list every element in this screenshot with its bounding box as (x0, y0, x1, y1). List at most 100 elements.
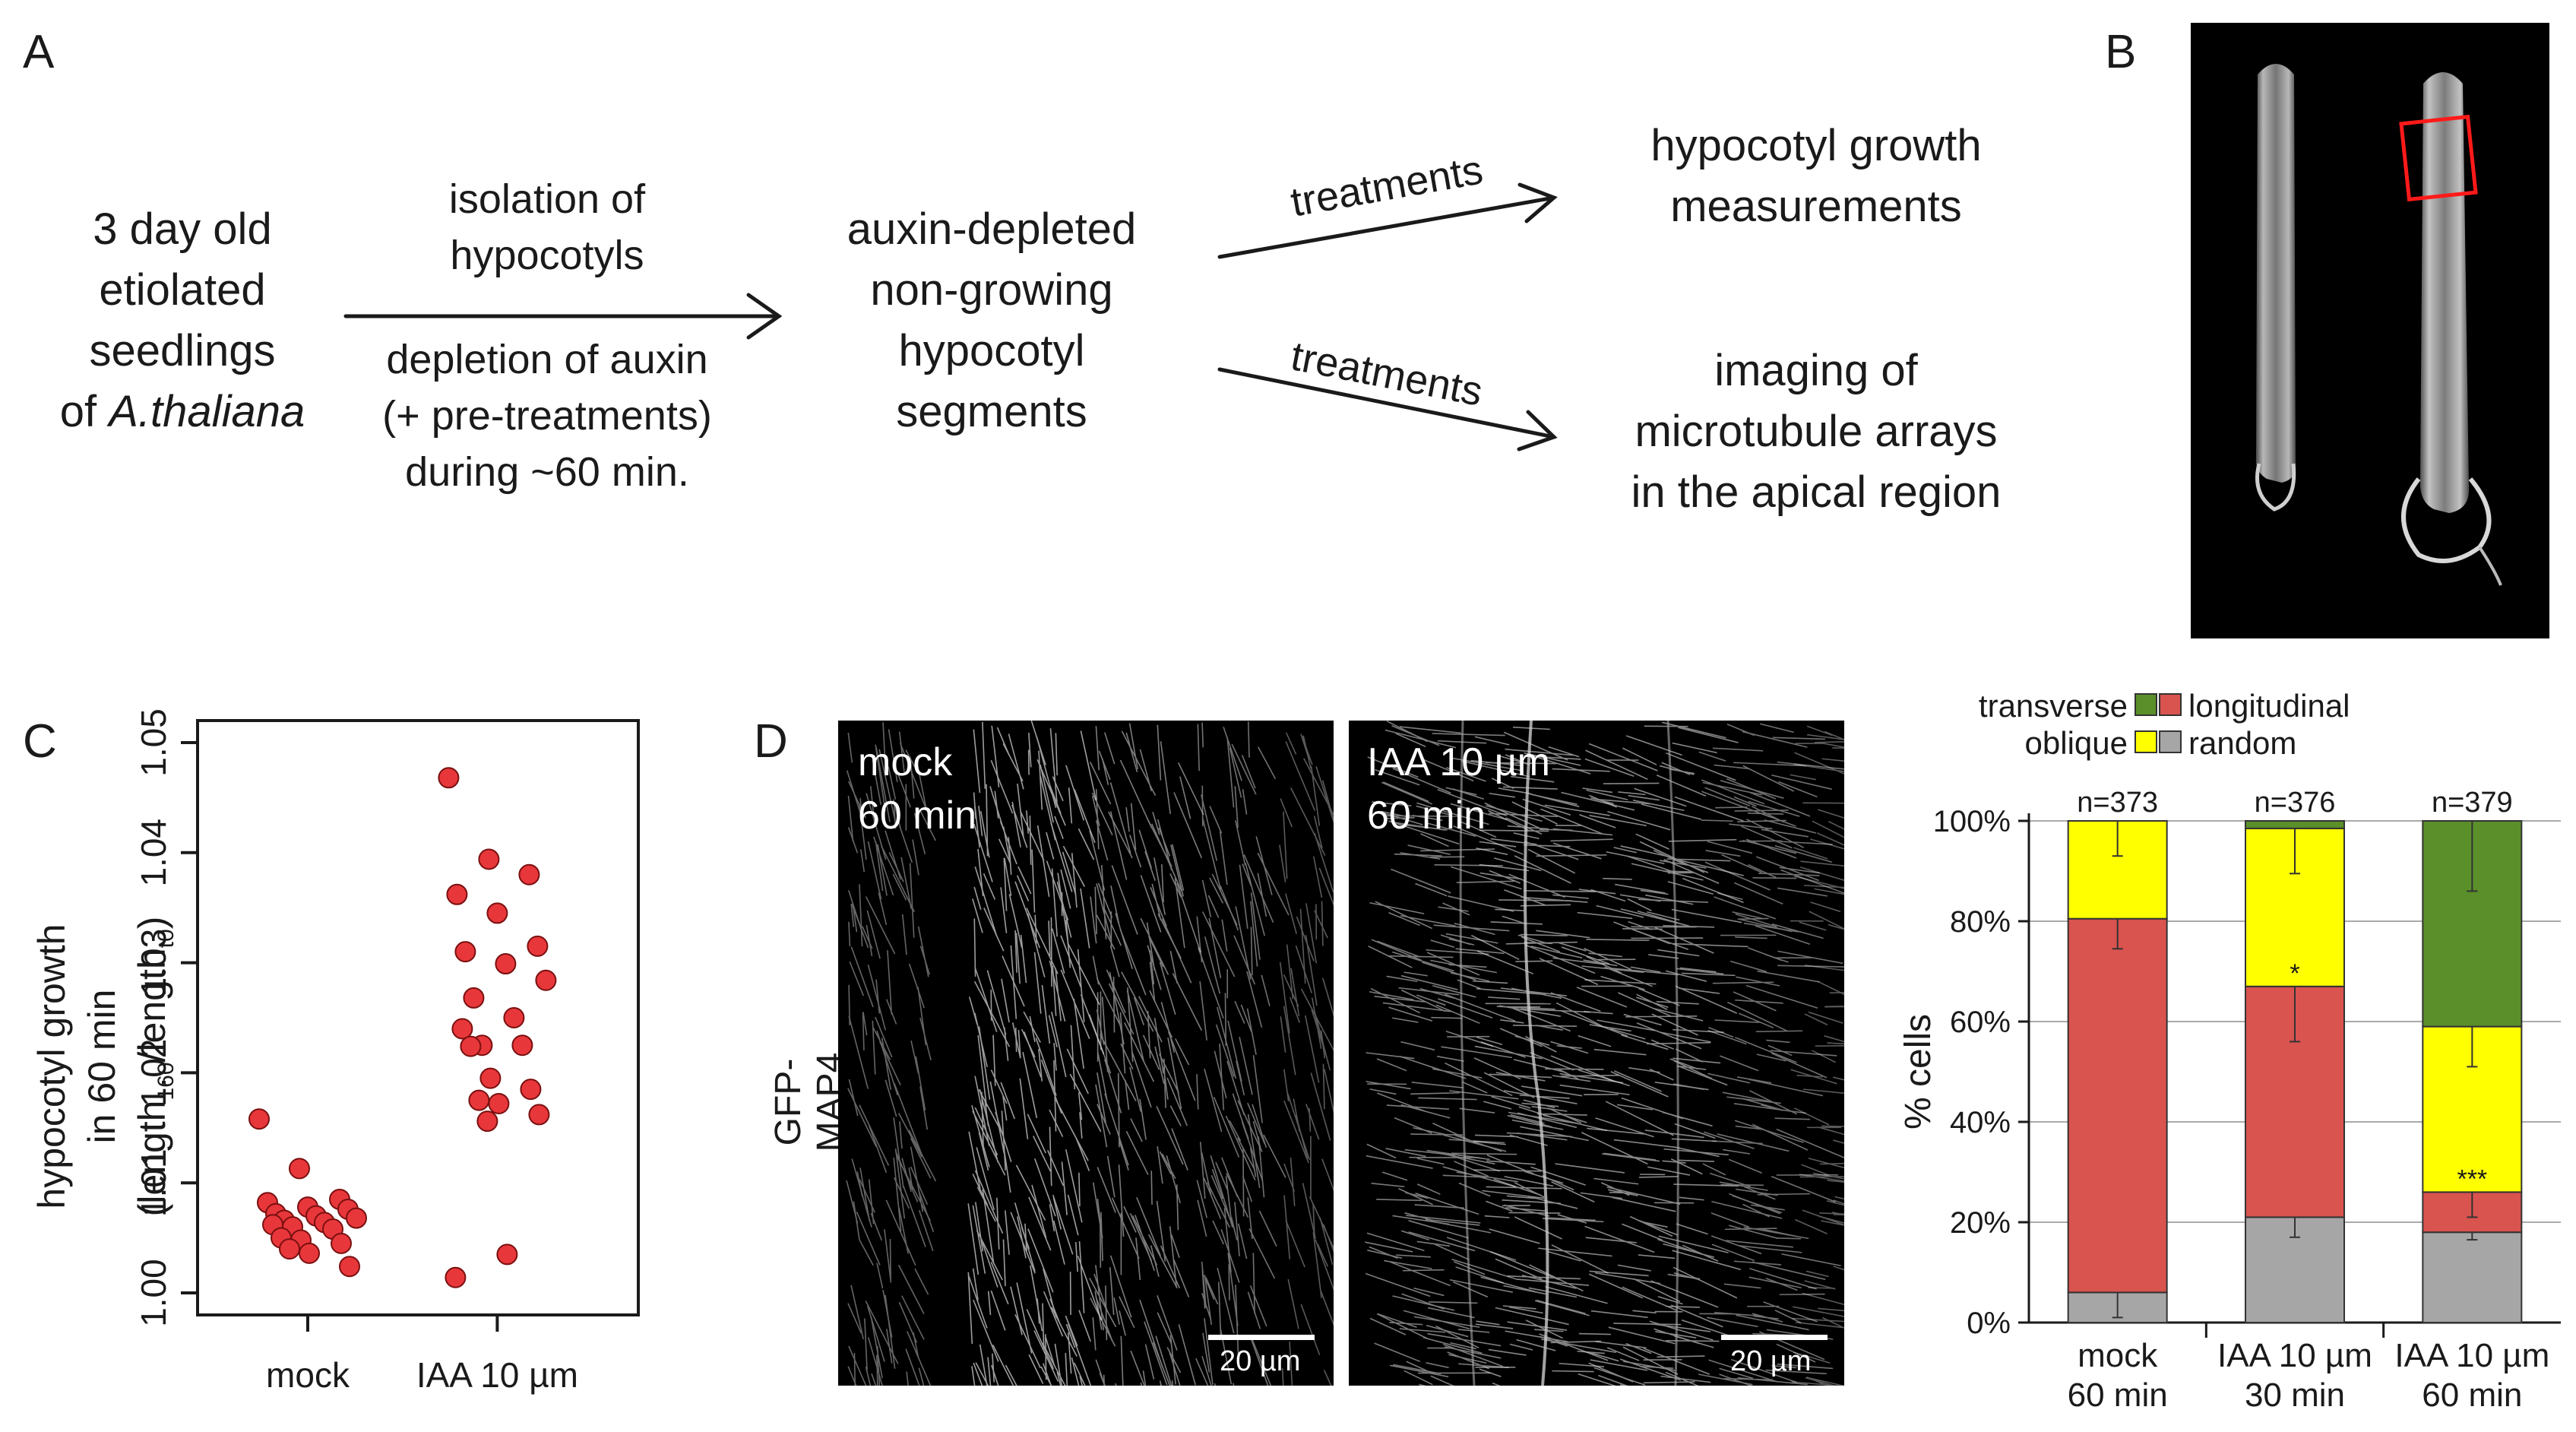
microtubule-streak (972, 1174, 989, 1206)
microtubule-streak (1814, 741, 1844, 743)
microtubule-streak (1667, 1273, 1701, 1280)
microtubule-streak (1649, 1320, 1714, 1341)
significance-marker: *** (2457, 1164, 2487, 1193)
microtubule-streak (1043, 1268, 1057, 1318)
microtubule-streak (903, 1186, 926, 1247)
microtubule-streak (1590, 1359, 1648, 1371)
microtubule-streak (1234, 786, 1239, 828)
microtubule-streak (968, 1131, 981, 1190)
microtubule-streak (1313, 816, 1323, 849)
microtubule-streak (1578, 1069, 1630, 1087)
microtubule-streak (1534, 1300, 1590, 1316)
microtubule-streak (1126, 990, 1145, 1063)
microtubule-streak (1793, 875, 1844, 889)
microtubule-streak (1438, 1152, 1495, 1165)
microtubule-streak (850, 1285, 865, 1340)
microtubule-streak (1252, 1253, 1255, 1314)
microtubule-streak (1209, 877, 1224, 904)
microtubule-streak (1538, 1247, 1612, 1257)
microtubule-streak (875, 744, 886, 812)
microtubule-streak (1808, 1158, 1844, 1169)
microtubule-streak (1445, 766, 1486, 782)
microtubule-streak (1778, 781, 1818, 798)
microtubule-streak (1505, 817, 1543, 835)
mock-microtubule-pattern (846, 721, 1334, 1386)
microtubule-streak (1078, 1172, 1081, 1207)
microtubule-streak (974, 967, 998, 1032)
microtubule-streak (1612, 1196, 1676, 1212)
legend-swatch (2135, 693, 2157, 716)
microtubule-streak (1473, 1169, 1542, 1172)
microtubule-streak (995, 1111, 1012, 1163)
y-tick-label: 1.00 (134, 1259, 173, 1327)
microtubule-streak (1014, 1314, 1041, 1369)
mock-scale-label: 20 µm (1220, 1345, 1301, 1377)
microtubule-streak (1443, 1134, 1507, 1152)
microtubule-streak (1530, 1051, 1574, 1071)
microtubule-streak (1314, 910, 1328, 939)
microtubule-streak (1432, 984, 1476, 998)
microtubule-streak (1052, 1197, 1062, 1230)
microtubule-streak (1515, 960, 1553, 962)
microtubule-streak (1711, 1200, 1783, 1219)
microtubule-streak (1457, 1329, 1490, 1333)
microtubule-streak (1758, 873, 1820, 876)
microtubule-streak (973, 792, 976, 819)
flow-lower-result: imaging of microtubule arrays in the api… (1550, 341, 2082, 523)
microtubule-streak (1486, 1154, 1534, 1175)
microtubule-streak (1233, 935, 1256, 985)
microtubule-streak (1824, 1006, 1844, 1008)
data-point (468, 1089, 490, 1111)
microtubule-streak (1818, 1307, 1844, 1312)
microtubule-streak (1026, 908, 1059, 974)
microtubule-streak (893, 1157, 902, 1232)
microtubule-streak (1010, 1286, 1023, 1335)
microtubule-streak (1776, 1237, 1802, 1240)
data-point (299, 1242, 320, 1264)
microtubule-streak (1119, 1012, 1126, 1074)
microtubule-streak (978, 806, 983, 836)
microtubule-streak (1742, 1203, 1770, 1218)
microtubule-streak (1799, 921, 1827, 931)
microtubule-streak (1804, 965, 1844, 971)
data-point (478, 848, 500, 870)
microtubule-streak (1550, 1340, 1602, 1344)
hypocotyl-right (2419, 72, 2470, 513)
microtubule-streak (1219, 831, 1228, 885)
microtubule-streak (851, 1158, 872, 1228)
microtubule-streak (1119, 1141, 1129, 1171)
microtubule-streak (1370, 987, 1421, 1014)
microtubule-streak (1323, 1069, 1334, 1114)
microtubule-streak (1777, 887, 1828, 897)
microtubule-streak (1074, 1242, 1078, 1272)
microtubule-streak (1442, 1166, 1516, 1188)
microtubule-streak (859, 884, 863, 947)
microtubule-streak (1104, 732, 1116, 765)
microtubule-streak (1400, 974, 1458, 990)
microtubule-streak (1712, 981, 1774, 984)
x-category-label: 60 min (2068, 1377, 2168, 1414)
microtubule-streak (1430, 959, 1497, 974)
microtubule-streak (1578, 889, 1616, 895)
x-tick-label: IAA 10 µm (416, 1355, 578, 1395)
microtubule-streak (864, 1318, 868, 1370)
microtubule-streak (1315, 1013, 1331, 1071)
microtubule-streak (1757, 970, 1820, 983)
microtubule-streak (1552, 828, 1612, 836)
microtubule-streak (1580, 1192, 1622, 1199)
microtubule-streak (1824, 1034, 1844, 1043)
microtubule-streak (1527, 848, 1576, 874)
microtubule-streak (1051, 1012, 1067, 1078)
microtubule-streak (1207, 1182, 1231, 1228)
microtubule-streak (1179, 776, 1191, 819)
microtubule-streak (1675, 1048, 1704, 1063)
microtubule-streak (1603, 1152, 1657, 1161)
microtubule-streak (1673, 1060, 1713, 1079)
microtubule-streak (1112, 977, 1116, 1033)
microtubule-streak (1369, 1317, 1407, 1335)
microtubule-streak (881, 1038, 892, 1090)
microtubule-streak (885, 830, 902, 880)
microtubule-streak (1630, 966, 1661, 973)
microtubule-streak (1120, 1335, 1124, 1386)
microtubule-streak (1285, 1220, 1305, 1268)
